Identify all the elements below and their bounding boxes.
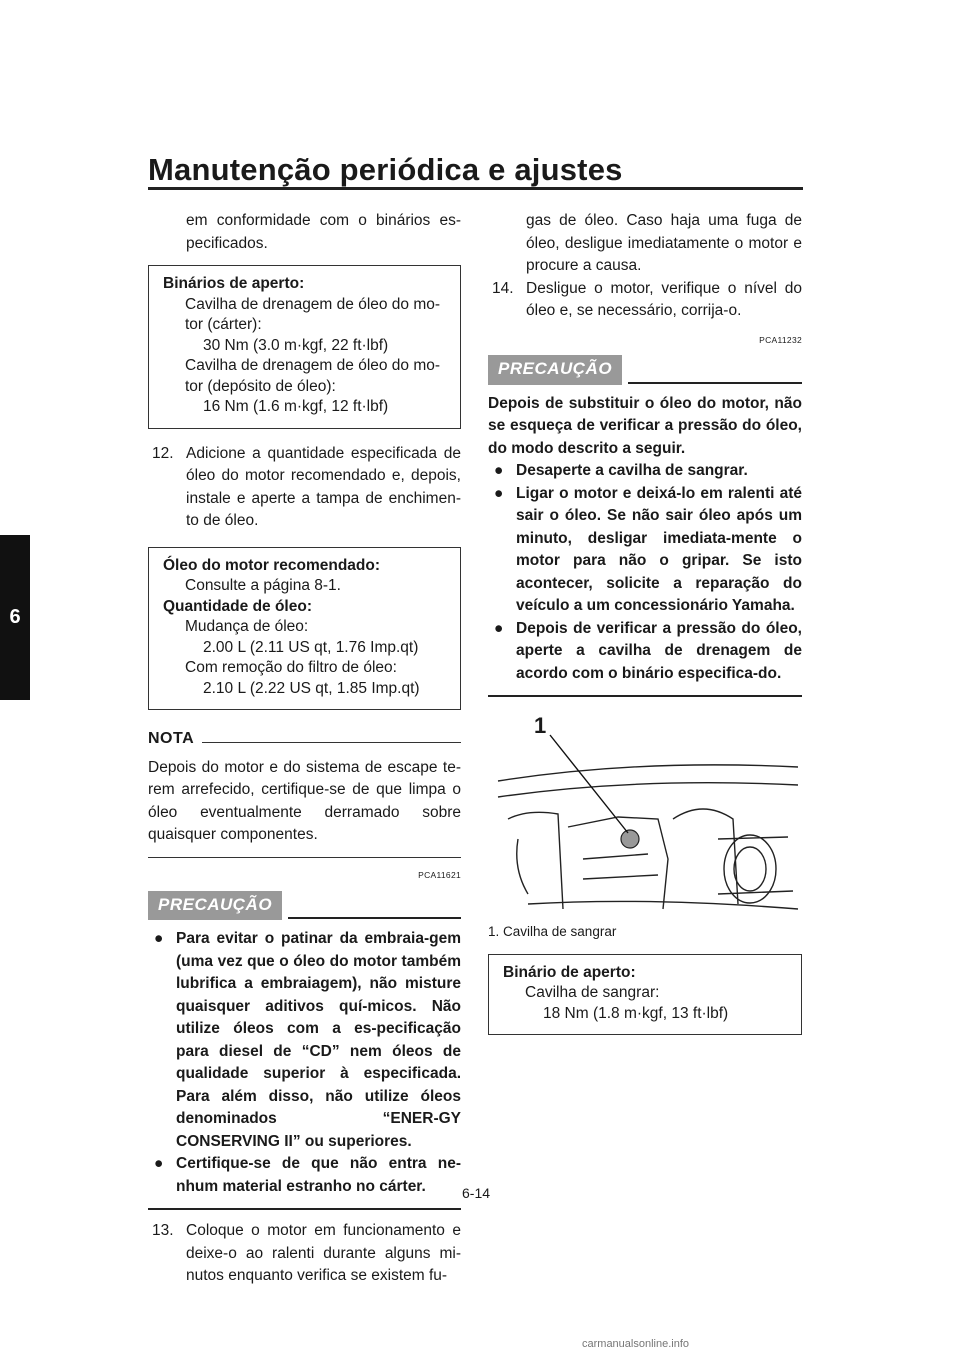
- note-end-rule: [148, 856, 461, 858]
- continued-text: gas de óleo. Caso haja uma fuga de óleo,…: [526, 212, 802, 274]
- oil-filter-value: 2.10 L (2.22 US qt, 1.85 Imp.qt): [203, 679, 420, 697]
- step-13-text: Coloque o motor em funcionamento e deixe…: [186, 1222, 461, 1284]
- page-title: Manutenção periódica e ajustes: [148, 152, 623, 187]
- torque-item2-label: Cavilha de drenagem de óleo do mo-tor (d…: [185, 357, 441, 395]
- title-rule: [148, 187, 803, 190]
- footer-watermark: carmanualsonline.info: [582, 1338, 690, 1350]
- step-13-number: 13.: [152, 1222, 174, 1239]
- bleed-label: Cavilha de sangrar:: [525, 984, 660, 1001]
- bullet-icon: ●: [494, 462, 504, 479]
- bleed-value: 18 Nm (1.8 m·kgf, 13 ft·lbf): [543, 1004, 729, 1022]
- caution-bullet: ● Para evitar o patinar da embraia-gem (…: [148, 928, 461, 1153]
- note-label: NOTA: [148, 730, 195, 747]
- bullet-icon: ●: [154, 930, 164, 947]
- torque-item1-value: 30 Nm (3.0 m·kgf, 22 ft·lbf): [203, 336, 389, 354]
- note-header: NOTA: [148, 728, 461, 751]
- caution-code: PCA11621: [418, 870, 461, 880]
- torque-item1-label: Cavilha de drenagem de óleo do mo-tor (c…: [185, 295, 441, 334]
- caution-bullet-text: Depois de verificar a pressão do óleo, a…: [516, 619, 802, 682]
- right-column: gas de óleo. Caso haja uma fuga de óleo,…: [488, 210, 802, 1049]
- intro-text: em conformidade com o binários es-pecifi…: [186, 212, 461, 252]
- callout-leader: [549, 734, 629, 834]
- caution-bullet-text: Para evitar o patinar da embraia-gem (um…: [176, 930, 461, 1150]
- caution-bullet: ● Desaperte a cavilha de sangrar.: [488, 460, 802, 483]
- step-13: 13. Coloque o motor em funcionamento e d…: [148, 1220, 461, 1288]
- step-14-number: 14.: [492, 279, 514, 297]
- oil-heading: Óleo do motor recomendado:: [163, 556, 381, 574]
- caution-code: PCA11232: [759, 334, 802, 345]
- caution-bullet: ● Certifique-se de que não entra ne-nhum…: [148, 1153, 461, 1198]
- oil-filter-label: Com remoção do filtro de óleo:: [185, 659, 397, 676]
- bleed-heading: Binário de aperto:: [503, 963, 636, 981]
- torque-item2-value: 16 Nm (1.6 m·kgf, 12 ft·lbf): [203, 398, 389, 415]
- chapter-tab: 6: [0, 535, 30, 700]
- torque-spec-box: Binários de aperto: Cavilha de drenagem …: [148, 265, 461, 429]
- torque-heading: Binários de aperto:: [163, 275, 305, 292]
- step-14: 14. Desligue o motor, verifique o nível …: [488, 278, 802, 323]
- caution-rule: [288, 917, 461, 919]
- caution-body: ● Para evitar o patinar da embraia-gem (…: [148, 928, 461, 1198]
- note-rule: [202, 741, 461, 743]
- bullet-icon: ●: [154, 1155, 164, 1172]
- caution-bullet-text: Certifique-se de que não entra ne-nhum m…: [176, 1155, 461, 1195]
- page-number: 6-14: [462, 1185, 491, 1201]
- engine-figure: 1: [488, 714, 802, 919]
- oil-spec-box: Óleo do motor recomendado: Consulte a pá…: [148, 546, 461, 710]
- bullet-icon: ●: [494, 484, 504, 502]
- caution-badge: PRECAUÇÃO: [488, 355, 623, 385]
- caution-intro: Depois de substituir o óleo do motor, nã…: [488, 394, 802, 457]
- caution-bullet: ● Ligar o motor e deixá-lo em ralenti at…: [488, 483, 802, 618]
- step-14-text: Desligue o motor, verifique o nível do ó…: [526, 279, 802, 320]
- step-12-number: 12.: [152, 444, 174, 462]
- oil-change-label: Mudança de óleo:: [185, 618, 309, 635]
- figure-callout: 1: [534, 713, 547, 738]
- caution-bullet-text: Desaperte a cavilha de sangrar.: [516, 462, 748, 479]
- oil-change-value: 2.00 L (2.11 US qt, 1.76 Imp.qt): [203, 638, 419, 656]
- oil-reference: Consulte a página 8-1.: [185, 577, 341, 594]
- step-12: 12. Adicione a quantidade especificada d…: [148, 443, 461, 533]
- caution-badge: PRECAUÇÃO: [148, 890, 283, 920]
- left-column: em conformidade com o binários es-pecifi…: [148, 210, 461, 1288]
- caution-bullet-text: Ligar o motor e deixá-lo em ralenti até …: [516, 484, 802, 615]
- engine-illustration: [497, 734, 799, 910]
- caution-body: Depois de substituir o óleo do motor, nã…: [488, 393, 802, 686]
- caution-header: PRECAUÇÃO: [488, 355, 802, 385]
- figure-caption: 1. Cavilha de sangrar: [488, 924, 617, 939]
- note-text: Depois do motor e do sistema de escape t…: [148, 758, 461, 844]
- caution-header: PRECAUÇÃO: [148, 890, 461, 920]
- step-12-text: Adicione a quantidade especificada de ól…: [186, 444, 461, 530]
- bullet-icon: ●: [494, 619, 504, 637]
- caution-end-rule: [148, 1208, 461, 1210]
- caution-end-rule: [488, 695, 802, 697]
- caution-rule: [628, 381, 802, 384]
- caution-bullet: ● Depois de verificar a pressão do óleo,…: [488, 618, 802, 686]
- bleed-torque-box: Binário de aperto: Cavilha de sangrar: 1…: [488, 953, 802, 1035]
- oil-quantity-heading: Quantidade de óleo:: [163, 597, 312, 615]
